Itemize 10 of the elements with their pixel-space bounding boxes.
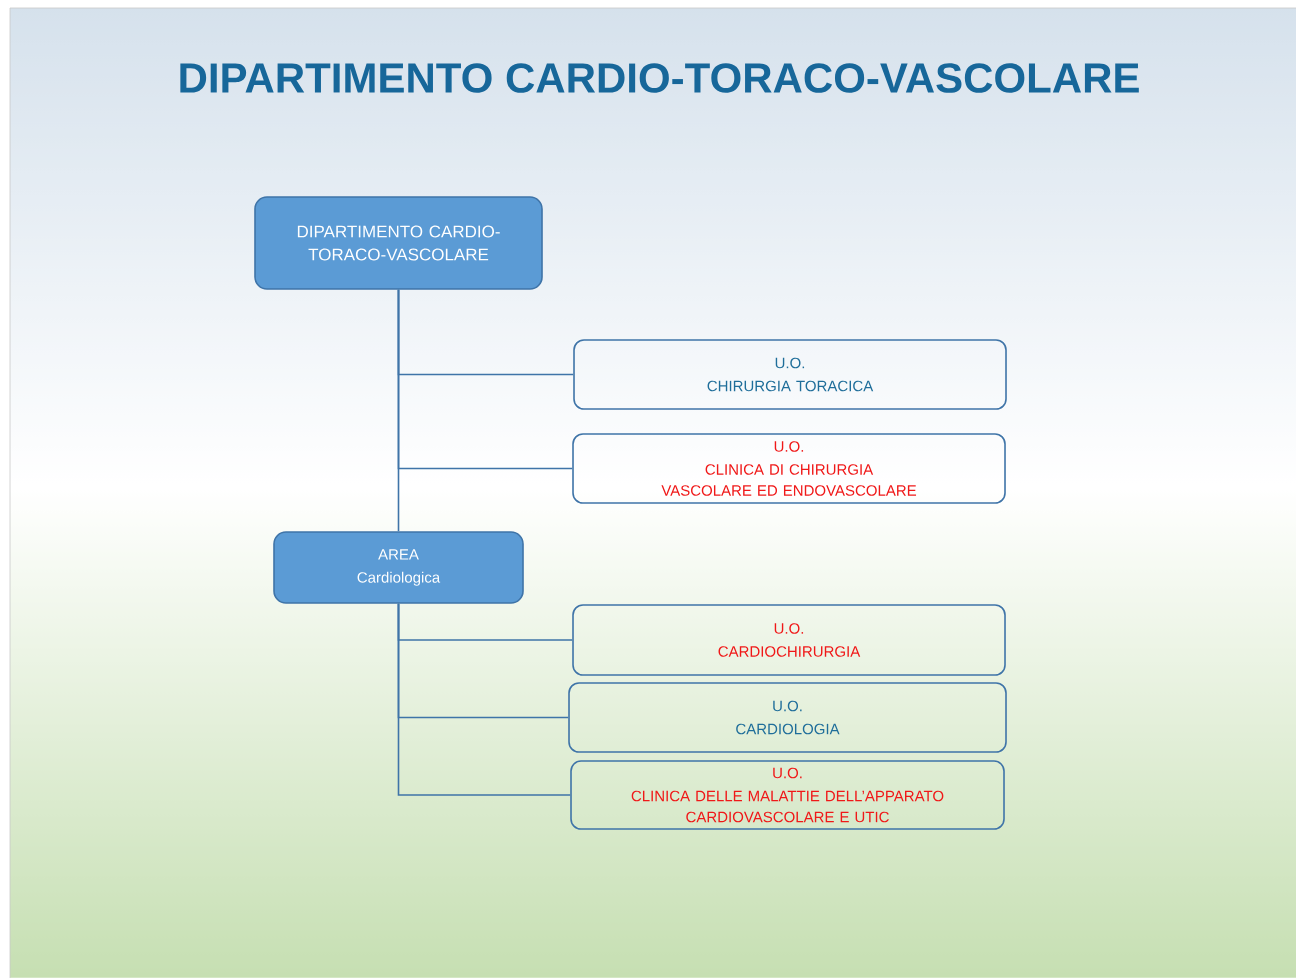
unit-box: AREA Cardiologica [273, 531, 524, 604]
unit-box: U.O. CARDIOCHIRURGIA [572, 604, 1006, 676]
connector-line [397, 603, 571, 796]
unit-box: U.O. CLINICA DI CHIRURGIA VASCOLARE ED ENDOVASCOLARE [572, 433, 1006, 504]
unit-box: U.O. CLINICA DELLE MALATTIE DELL’APPARATO CARDIOVASCOLARE E UTIC [570, 760, 1005, 830]
unit-box: U.O. CARDIOLOGIA [568, 682, 1007, 753]
unit-box: U.O. CHIRURGIA TORACICA [573, 339, 1007, 410]
connector-line [397, 289, 400, 532]
unit-box: DIPARTIMENTO CARDIO-TORACO-VASCOLARE [254, 196, 543, 290]
title: DIPARTIMENTO CARDIO-TORACO-VASCOLARE [180, 63, 1139, 93]
